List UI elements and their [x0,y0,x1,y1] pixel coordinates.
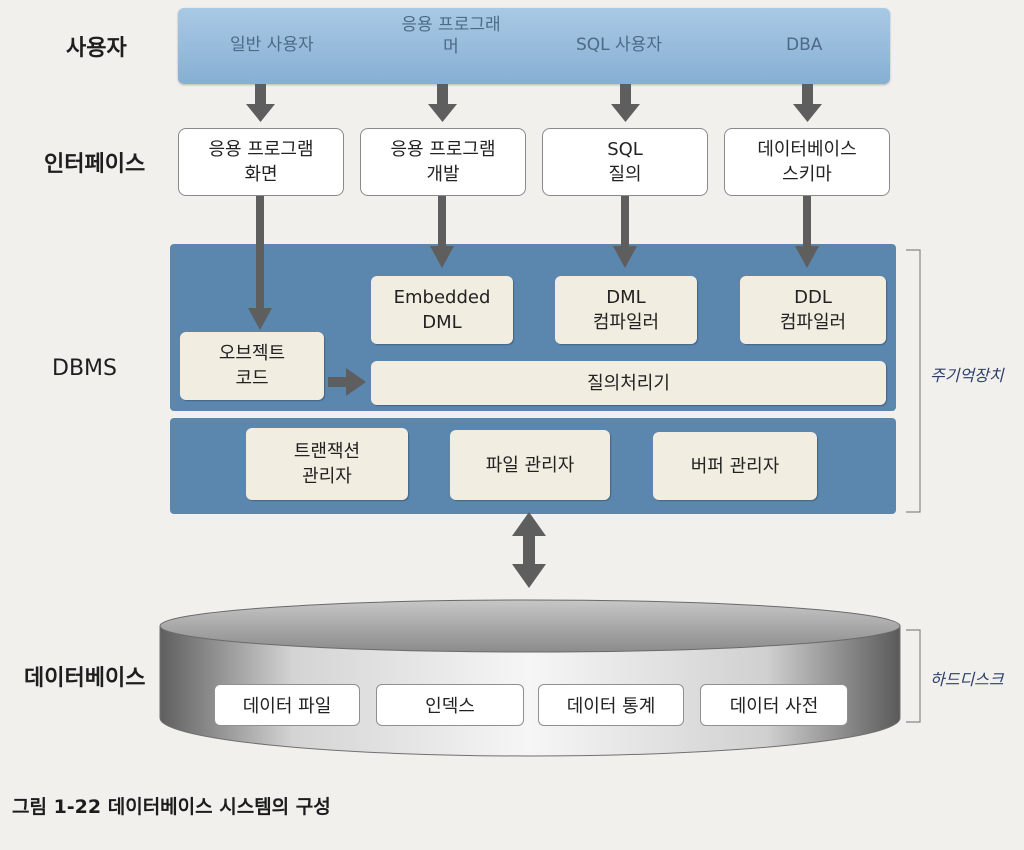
user-general: 일반 사용자 [230,35,314,55]
buffer-manager-box: 버퍼 관리자 [653,432,817,500]
object-code-line2: 코드 [235,368,269,389]
user-sql: SQL 사용자 [576,35,662,55]
row-label-dbms: DBMS [52,356,117,381]
transaction-manager-line1: 트랜잭션 [293,441,361,462]
dml-compiler-box: DML 컴파일러 [555,276,697,344]
interface-sql-query-line2: 질의 [608,164,642,185]
figure-caption: 그림 1-22 데이터베이스 시스템의 구성 [12,796,331,818]
data-statistics-label: 데이터 통계 [566,696,656,717]
arrow-down-icon [611,84,640,122]
arrow-down-icon [428,84,457,122]
row-label-interface: 인터페이스 [44,152,146,177]
main-memory-label: 주기억장치 [930,366,1004,385]
file-manager-box: 파일 관리자 [450,430,610,500]
transaction-manager-line2: 관리자 [302,466,352,487]
interface-app-dev-line2: 개발 [426,164,460,185]
object-code-line1: 오브젝트 [218,343,286,364]
index-label: 인덱스 [425,696,475,717]
interface-app-dev: 응용 프로그램 개발 [360,128,526,196]
buffer-manager-label: 버퍼 관리자 [690,455,780,477]
arrow-updown-icon [512,512,546,588]
data-file-label: 데이터 파일 [242,696,332,717]
object-code-box: 오브젝트 코드 [180,332,324,400]
arrow-right-icon [328,368,366,396]
row-label-database: 데이터베이스 [24,666,146,691]
interface-app-screen-line1: 응용 프로그램 [208,139,314,160]
arrow-down-icon [248,196,272,330]
interface-sql-query: SQL 질의 [542,128,708,196]
interface-db-schema-line1: 데이터베이스 [757,139,857,160]
index-box: 인덱스 [376,684,524,726]
file-manager-label: 파일 관리자 [485,454,575,476]
ddl-compiler-line2: 컴파일러 [779,312,847,333]
dml-compiler-line2: 컴파일러 [592,312,660,333]
user-band: 일반 사용자 응용 프로그래머 SQL 사용자 DBA [178,8,890,84]
interface-app-screen: 응용 프로그램 화면 [178,128,344,196]
main-memory-bracket [906,249,921,513]
user-dba: DBA [786,35,823,55]
hard-disk-label: 하드디스크 [930,670,1004,689]
dml-compiler-line1: DML [606,287,646,308]
embedded-dml-line2: DML [422,312,462,333]
data-file-box: 데이터 파일 [214,684,360,726]
interface-app-dev-line1: 응용 프로그램 [390,139,496,160]
data-dictionary-box: 데이터 사전 [700,684,848,726]
arrow-down-icon [795,196,819,268]
arrow-down-icon [430,196,454,268]
interface-sql-query-line1: SQL [607,139,643,160]
arrow-down-icon [613,196,637,268]
user-app-programmer: 응용 프로그래머 [401,15,501,57]
arrow-down-icon [246,84,275,122]
row-label-users: 사용자 [66,36,127,61]
interface-db-schema-line2: 스키마 [782,164,832,185]
interface-db-schema: 데이터베이스 스키마 [724,128,890,196]
user-arrows [246,84,822,122]
embedded-dml-line1: Embedded [393,287,491,308]
arrow-down-icon [793,84,822,122]
hard-disk-bracket [906,629,921,723]
transaction-manager-box: 트랜잭션 관리자 [246,428,408,500]
database-cylinder [159,599,901,757]
ddl-compiler-line1: DDL [794,287,832,308]
embedded-dml-box: Embedded DML [371,276,513,344]
data-dictionary-label: 데이터 사전 [729,696,819,717]
ddl-compiler-box: DDL 컴파일러 [740,276,886,344]
query-processor-label: 질의처리기 [587,372,670,394]
interface-app-screen-line2: 화면 [244,164,278,185]
query-processor-box: 질의처리기 [371,361,886,405]
data-statistics-box: 데이터 통계 [538,684,684,726]
interface-arrows [248,196,819,330]
